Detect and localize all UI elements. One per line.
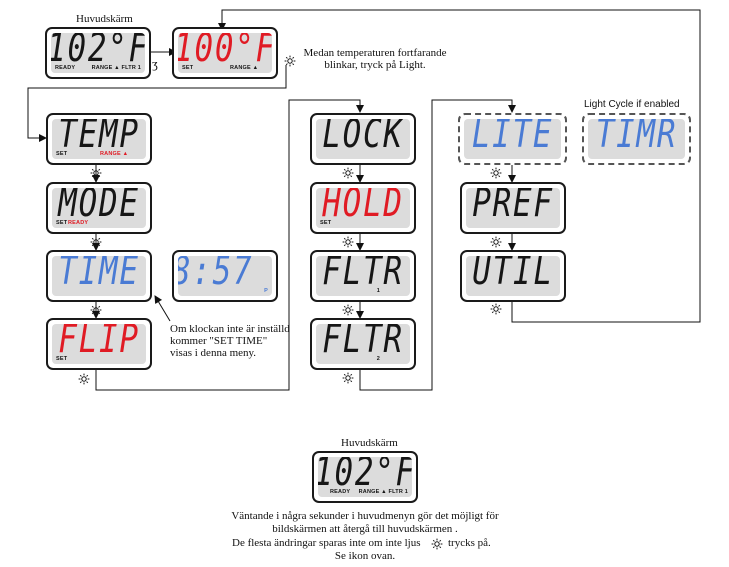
bottom-note-line4: Se ikon ovan. [334, 550, 396, 562]
display-util: UTIL [460, 250, 566, 302]
note-clock: Om klockan inte är inställd kommer "SET … [170, 323, 290, 359]
sun-icon [342, 303, 354, 316]
display-clock: 8:57 P [172, 250, 278, 302]
indicator-pm: P [264, 288, 268, 294]
bottom-note-line2: bildskärmen att återgå till huvudskärmen… [272, 523, 458, 535]
sun-icon [90, 235, 102, 248]
display-fltr2: FLTR 2 [310, 318, 416, 370]
sun-icon [490, 166, 502, 179]
display-set-temp: 100°F SET RANGE ▲ [172, 27, 278, 79]
display-timr: TIMR [582, 113, 691, 165]
display-main-bottom: 102°F READY RANGE ▲ FLTR 1 [312, 451, 418, 503]
display-mode: MODE SET READY [46, 182, 152, 234]
display-main-top: 102°F READY RANGE ▲ FLTR 1 [45, 27, 151, 79]
display-hold: HOLD SET [310, 182, 416, 234]
arrow-flip-lock [95, 99, 364, 391]
display-text: FLTR [322, 324, 404, 363]
display-text: 102°F [51, 33, 145, 72]
display-text: MODE [58, 188, 140, 227]
sun-icon [431, 537, 443, 550]
display-text: PREF [472, 188, 554, 227]
indicator-range-fltr: RANGE ▲ FLTR 1 [91, 65, 141, 71]
bottom-note-line1: Väntande i några sekunder i huvudmenyn g… [231, 510, 499, 522]
indicator-ready: READY [55, 65, 76, 71]
display-text: FLIP [58, 324, 140, 363]
display-lock: LOCK [310, 113, 416, 165]
sun-icon [342, 371, 354, 384]
arrow-to-temp [27, 65, 287, 142]
pressure-mark: ʒ [152, 56, 158, 71]
note-light-cycle: Light Cycle if enabled [584, 99, 680, 110]
indicator-filter-number: 1 [376, 288, 380, 294]
bottom-title: Huvudskärm [341, 437, 398, 449]
sun-icon [90, 166, 102, 179]
display-text: TIMR [595, 119, 678, 158]
indicator-range-fltr: RANGE ▲ FLTR 1 [358, 489, 408, 495]
arrow-clock-note [154, 295, 171, 322]
display-text: LITE [471, 119, 554, 158]
display-text: TEMP [58, 119, 140, 158]
sun-icon [90, 303, 102, 316]
display-text: 102°F [318, 457, 412, 496]
bottom-note-line3b: trycks på. [448, 537, 491, 549]
sun-icon [490, 235, 502, 248]
indicator-set: SET [56, 220, 68, 226]
sun-icon [490, 302, 502, 315]
bottom-note-line3a: De flesta ändringar sparas inte om inte … [232, 537, 421, 549]
indicator-set: SET [320, 220, 332, 226]
display-flip: FLIP SET [46, 318, 152, 370]
top-title: Huvudskärm [76, 13, 133, 25]
indicator-filter-number: 2 [376, 356, 380, 362]
indicator-set: SET [56, 151, 68, 157]
indicator-set: SET [182, 65, 194, 71]
indicator-ready: READY [330, 489, 351, 495]
display-temp: TEMP SET RANGE ▲ [46, 113, 152, 165]
display-text: 8:57 [178, 256, 254, 295]
sun-icon [342, 166, 354, 179]
indicator-range: RANGE ▲ [230, 65, 259, 71]
arrow-util-return [218, 9, 701, 323]
display-text: UTIL [472, 256, 554, 295]
sun-icon [284, 54, 296, 67]
display-text: LOCK [322, 119, 404, 158]
indicator-set: SET [56, 356, 68, 362]
display-text: TIME [58, 256, 140, 295]
display-text: 100°F [178, 33, 272, 72]
display-time: TIME [46, 250, 152, 302]
sun-icon [78, 372, 90, 385]
display-lite: LITE [458, 113, 567, 165]
arrow-fltr2-lite [359, 99, 516, 391]
sun-icon [342, 235, 354, 248]
display-fltr1: FLTR 1 [310, 250, 416, 302]
indicator-range: RANGE ▲ [100, 151, 129, 157]
display-pref: PREF [460, 182, 566, 234]
note-light: Medan temperaturen fortfarande blinkar, … [303, 47, 447, 71]
display-text: FLTR [322, 256, 404, 295]
indicator-ready: READY [68, 220, 89, 226]
display-text: HOLD [322, 188, 404, 227]
